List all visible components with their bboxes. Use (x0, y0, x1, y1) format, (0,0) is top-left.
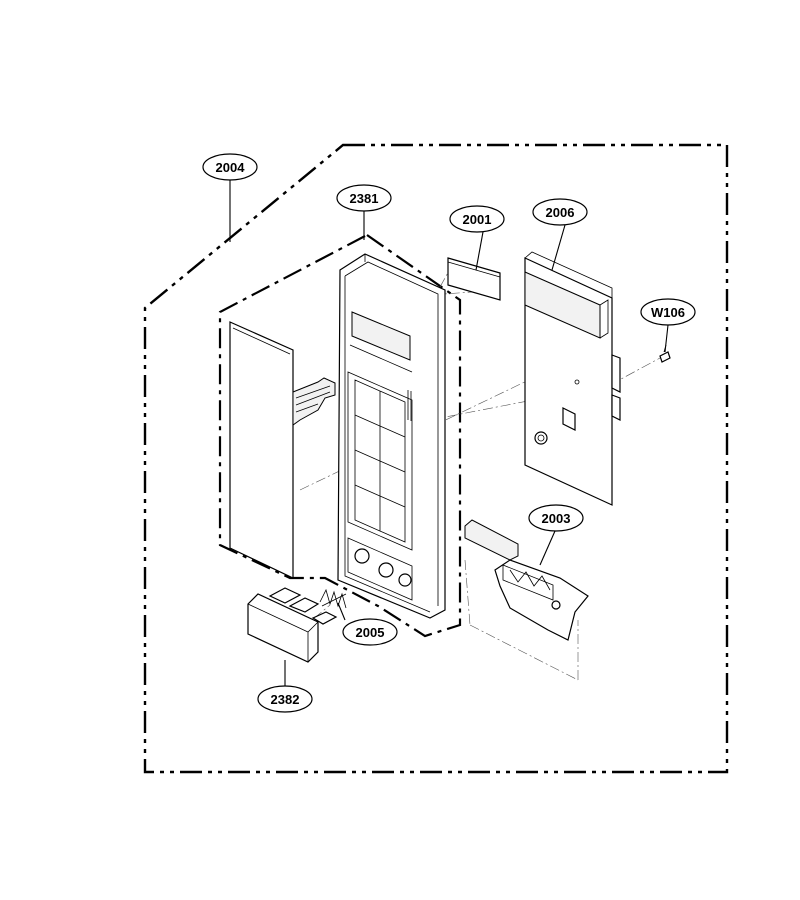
keypad-grid (354, 379, 406, 543)
pcb-2006 (524, 251, 621, 506)
lcd-display-2001 (447, 257, 501, 301)
svg-text:2003: 2003 (542, 511, 571, 526)
svg-text:2004: 2004 (216, 160, 246, 175)
latch-2003 (464, 519, 589, 641)
push-button-2382 (247, 587, 338, 663)
callout-2382: 2382 (257, 685, 313, 713)
callout-2381: 2381 (336, 184, 392, 212)
svg-text:2382: 2382 (271, 692, 300, 707)
svg-text:W106: W106 (651, 305, 685, 320)
subassembly-boundary-2381 (218, 233, 462, 638)
callout-2003: 2003 (528, 504, 584, 532)
leader-lines (229, 179, 669, 686)
callout-2004: 2004 (202, 153, 258, 181)
spring-2005 (319, 588, 347, 609)
svg-text:2006: 2006 (546, 205, 575, 220)
svg-text:2005: 2005 (356, 625, 385, 640)
svg-text:2001: 2001 (463, 212, 492, 227)
assembly-boundary-2004 (143, 143, 729, 774)
control-panel-frame (337, 253, 446, 619)
svg-text:2381: 2381 (350, 191, 379, 206)
callout-2001: 2001 (449, 205, 505, 233)
callout-w106: W106 (640, 298, 696, 326)
callout-2006: 2006 (532, 198, 588, 226)
callout-2005: 2005 (342, 618, 398, 646)
membrane-panel (229, 321, 336, 579)
